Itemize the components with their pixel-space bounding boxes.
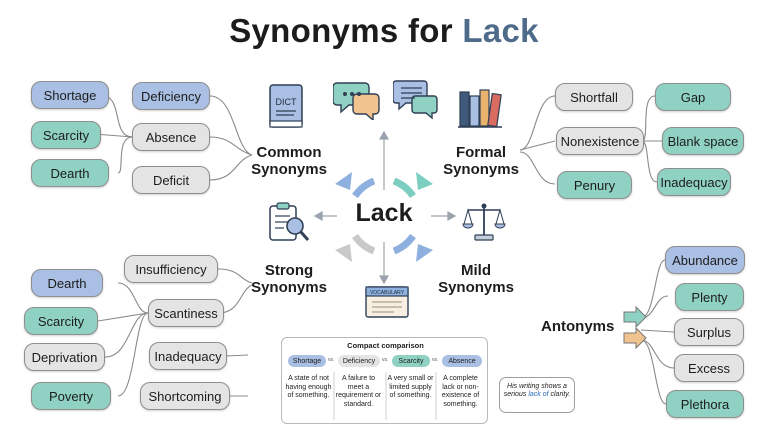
title-keyword: Lack [462, 12, 539, 49]
center-word: Lack [355, 199, 413, 227]
common-pill-shortage[interactable]: Shortage [31, 81, 109, 109]
strong-heading-line1: Strong [264, 262, 314, 279]
mild-heading-line1: Mild [461, 262, 491, 279]
balance-scale-icon [462, 200, 506, 247]
dictionary-icon: DICT [266, 83, 306, 136]
comparison-definition-shortage: A state of not having enough of somethin… [285, 375, 332, 399]
vocabulary-label: VOCABULARY [370, 290, 405, 296]
common-pill-deficiency[interactable]: Deficiency [132, 82, 210, 110]
strong-pill-shortcoming[interactable]: Shortcoming [140, 382, 230, 410]
comparison-vs-1: vs. [328, 357, 335, 363]
example-before: His writing shows a serious [503, 383, 567, 398]
comparison-title: Compact comparison [347, 341, 424, 350]
comparison-vs-3: vs. [432, 357, 439, 363]
formal-heading-line2: Synonyms [443, 161, 519, 178]
antonym-pill-surplus[interactable]: Surplus [674, 318, 744, 346]
comparison-definition-absence: A complete lack or non-existence of some… [441, 375, 480, 408]
antonym-arrows [623, 305, 647, 350]
strong-pill-scarcity[interactable]: Scarcity [24, 307, 98, 335]
strong-pill-dearth[interactable]: Dearth [31, 269, 103, 297]
antonym-pill-plethora[interactable]: Plethora [666, 390, 744, 418]
speech-bubbles-icon [392, 78, 439, 125]
mild-heading-line2: Synonyms [438, 279, 514, 296]
page-title: Synonyms for Lack [0, 12, 768, 50]
comparison-dividers [333, 372, 437, 420]
title-prefix: Synonyms for [229, 12, 453, 49]
dictionary-label: DICT [276, 97, 297, 107]
antonym-pill-plenty[interactable]: Plenty [675, 283, 744, 311]
comparison-table: Compact comparison Shortage vs. Deficien… [281, 337, 488, 424]
common-heading-line1: Common [256, 144, 322, 161]
formal-pill-penury[interactable]: Penury [557, 171, 632, 199]
formal-pill-blank-space[interactable]: Blank space [662, 127, 744, 155]
example-highlight: lack of [528, 391, 549, 398]
books-icon [457, 86, 503, 135]
common-pill-dearth[interactable]: Dearth [31, 159, 109, 187]
formal-pill-nonexistence[interactable]: Nonexistence [556, 127, 644, 155]
formal-pill-inadequacy[interactable]: Inadequacy [657, 168, 731, 196]
example-after: clarity. [550, 391, 571, 398]
comparison-definition-deficiency: A failure to meet a requirement or stand… [335, 375, 382, 408]
formal-heading-line1: Formal [455, 144, 506, 161]
clipboard-magnifier-icon [266, 202, 312, 249]
common-heading-line2: Synonyms [251, 161, 327, 178]
common-pill-scarcity[interactable]: Scarcity [31, 121, 101, 149]
common-pill-absence[interactable]: Absence [132, 123, 210, 151]
comparison-term-scarcity: Scarcity [392, 355, 430, 367]
comparison-term-shortage: Shortage [288, 355, 326, 367]
comparison-vs-2: vs. [382, 357, 389, 363]
antonyms-heading: Antonyms [541, 318, 615, 335]
chat-bubbles-icon [332, 78, 381, 125]
comparison-term-absence: Absence [442, 355, 482, 367]
strong-pill-deprivation[interactable]: Deprivation [24, 343, 105, 371]
strong-pill-inadequacy[interactable]: Inadequacy [149, 342, 227, 370]
antonym-pill-abundance[interactable]: Abundance [665, 246, 745, 274]
comparison-definition-scarcity: A very small or limited supply of someth… [387, 375, 434, 399]
formal-pill-gap[interactable]: Gap [655, 83, 731, 111]
strong-pill-poverty[interactable]: Poverty [31, 382, 111, 410]
common-pill-deficit[interactable]: Deficit [132, 166, 210, 194]
antonym-pill-excess[interactable]: Excess [674, 354, 744, 382]
center-ring-arrows [352, 177, 416, 255]
comparison-term-deficiency: Deficiency [338, 355, 380, 367]
example-sentence-callout: His writing shows a serious lack of clar… [499, 377, 575, 413]
vocabulary-book-icon: VOCABULARY [364, 284, 410, 325]
strong-pill-insufficiency[interactable]: Insufficiency [124, 255, 218, 283]
strong-heading-line2: Synonyms [251, 279, 327, 296]
strong-pill-scantiness[interactable]: Scantiness [148, 299, 224, 327]
formal-pill-shortfall[interactable]: Shortfall [555, 83, 633, 111]
